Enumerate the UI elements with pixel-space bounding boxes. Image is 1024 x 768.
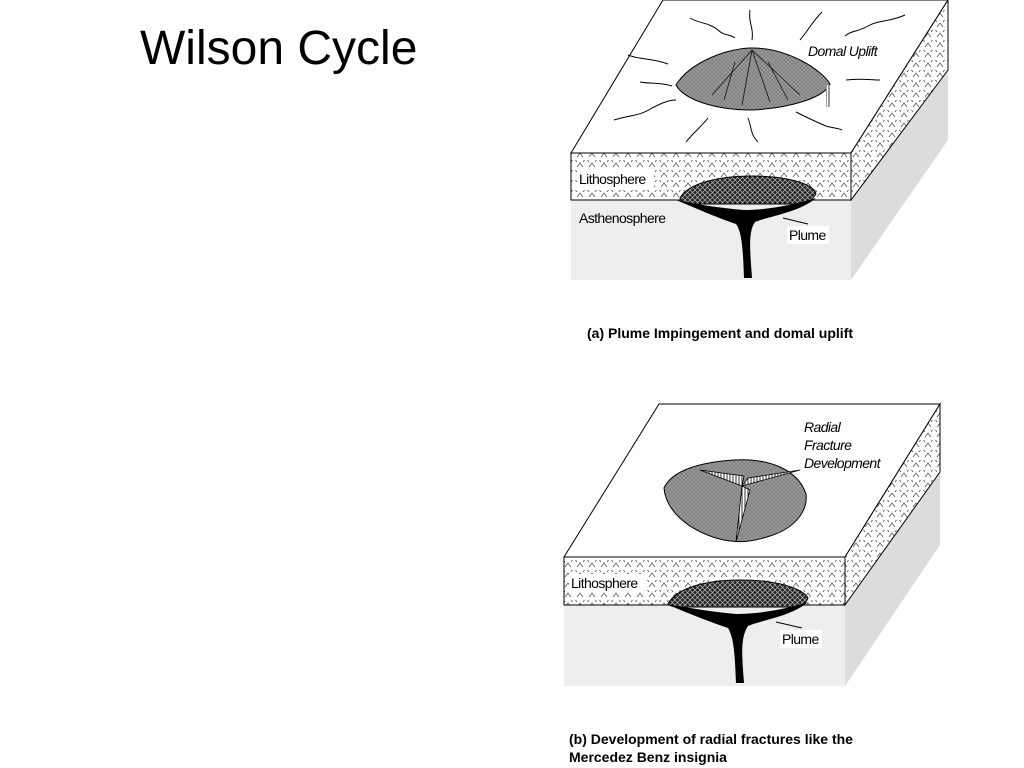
domal-uplift-a [675,47,831,111]
label-fracture: Fracture [804,437,852,453]
caption-a: (a) Plume Impingement and domal uplift [587,325,854,341]
caption-b-line2: Mercedez Benz insignia [569,749,727,765]
fracture-arm-2 [740,469,801,487]
dome-dike-a [826,85,830,107]
caption-b-line1: (b) Development of radial fractures like… [569,731,853,747]
plume-tail-a [676,198,816,278]
lithosphere-side-a [850,0,949,202]
label-domal-uplift: Domal Uplift [808,43,879,59]
radial-fractures-a [613,9,906,143]
asthenosphere-front-b [564,605,845,686]
fracture-arm-3 [735,485,751,543]
slide-title: Wilson Cycle [140,22,418,75]
label-plume-b: Plume [782,631,819,647]
label-radial: Radial [804,419,842,435]
label-lithosphere-a: Lithosphere [579,171,646,187]
radial-fracture-dome-b [663,459,807,543]
label-development: Development [804,455,882,471]
label-asthenosphere-a: Asthenosphere [579,210,666,226]
label-lithosphere-b: Lithosphere [571,575,638,591]
asthenosphere-side-b [845,472,940,686]
asthenosphere-front-a [571,200,851,280]
diagram-a-block [570,0,949,280]
diagram-b-block [563,402,941,686]
lithosphere-side-b [844,402,941,607]
fracture-arm-1 [699,469,745,487]
asthenosphere-side-a [851,70,948,280]
label-plume-a: Plume [789,227,826,243]
dome-ridges-a [711,49,801,106]
plume-tail-b [666,602,808,683]
